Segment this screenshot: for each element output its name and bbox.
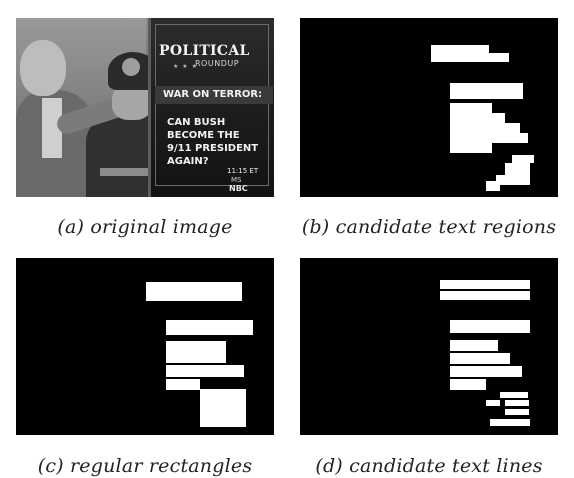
firefighter-reflective-stripe <box>100 168 156 176</box>
tv-question-line-2: BECOME THE <box>167 130 240 141</box>
tv-time: 11:15 ET <box>227 167 259 175</box>
rect-logo <box>200 389 246 427</box>
region-headline <box>450 83 523 99</box>
line-logo-2 <box>505 400 529 406</box>
msnbc-logo: NBC <box>229 184 248 193</box>
rect-question-1 <box>166 341 226 363</box>
tv-graphic-frame <box>155 24 269 186</box>
line-question-3 <box>450 366 522 377</box>
candidate-text-lines-panel <box>300 258 558 435</box>
tv-headline-band <box>155 86 273 104</box>
tv-subtitle: ROUNDUP <box>195 59 240 68</box>
caption-d: (d) candidate text lines <box>315 455 543 477</box>
firefighter-face <box>112 84 152 120</box>
rect-title <box>146 282 242 301</box>
helmet-badge <box>122 58 140 76</box>
line-question-4 <box>450 379 486 390</box>
person-left-head <box>20 40 66 96</box>
tv-star-decoration: ★ ★ ★ <box>173 63 198 70</box>
original-image-panel: POLITICAL ★ ★ ★ ROUNDUP WAR ON TERROR: C… <box>16 18 274 197</box>
rect-question-2 <box>166 365 244 377</box>
region-time <box>512 155 534 163</box>
line-time <box>500 392 528 398</box>
region-question-1 <box>450 103 492 113</box>
region-logo-3 <box>486 181 500 191</box>
rect-question-3 <box>166 379 200 390</box>
tv-headline: WAR ON TERROR: <box>163 89 263 100</box>
region-title-2 <box>431 53 509 62</box>
tv-question-line-1: CAN BUSH <box>167 117 226 128</box>
tv-caption-graphic: POLITICAL ★ ★ ★ ROUNDUP WAR ON TERROR: C… <box>148 18 274 197</box>
line-logo-4 <box>490 419 530 426</box>
line-question-2 <box>450 353 510 364</box>
region-logo-2 <box>496 175 530 185</box>
candidate-text-regions-panel <box>300 18 558 197</box>
person-left-shirt <box>42 98 62 158</box>
line-logo-3 <box>505 409 529 415</box>
region-question-3 <box>450 123 520 133</box>
line-question-1 <box>450 340 498 351</box>
region-logo-1 <box>505 163 530 175</box>
caption-c: (c) regular rectangles <box>37 455 253 477</box>
region-question-4 <box>450 133 528 143</box>
line-logo-1 <box>486 400 500 406</box>
region-question-2 <box>450 113 505 123</box>
line-title-separator <box>440 289 530 291</box>
tv-title: POLITICAL <box>159 43 250 59</box>
regular-rectangles-panel <box>16 258 274 435</box>
region-title-1 <box>431 45 489 53</box>
tv-question-line-3: 9/11 PRESIDENT <box>167 143 259 154</box>
line-headline <box>450 320 530 333</box>
region-question-5 <box>450 143 492 153</box>
rect-headline <box>166 320 253 335</box>
msnbc-logo-prefix: MS <box>231 176 242 184</box>
caption-b: (b) candidate text regions <box>301 216 557 238</box>
caption-a: (a) original image <box>57 216 233 238</box>
tv-question-line-4: AGAIN? <box>167 156 209 167</box>
